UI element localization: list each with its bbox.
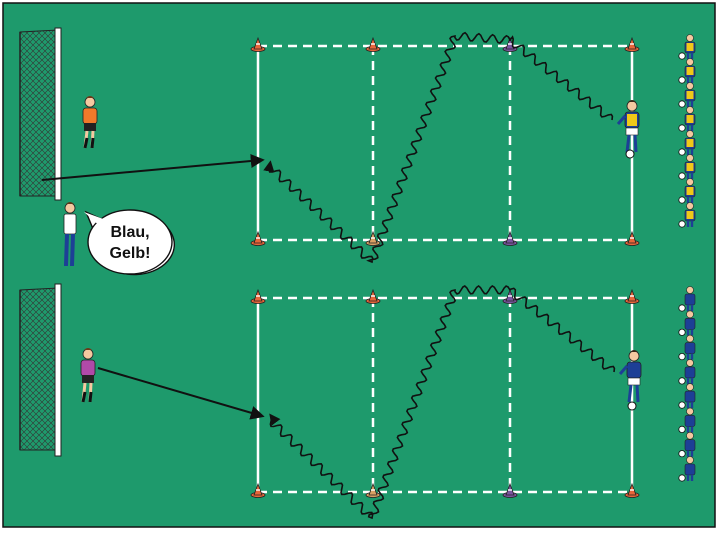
speech-bubble: Blau, Gelb! [84, 209, 175, 276]
waiting-player [678, 456, 696, 482]
pass-arrow-bottom [97, 367, 265, 420]
waiting-player [678, 431, 696, 458]
player-queue-bottom [678, 286, 696, 482]
cone [365, 230, 381, 246]
coach [63, 202, 77, 267]
cone [502, 288, 518, 304]
player-blue-dribbling [618, 350, 642, 411]
waiting-player [678, 286, 696, 312]
cone [250, 288, 266, 304]
cone [365, 482, 381, 498]
waiting-player [678, 130, 696, 156]
waiting-player [678, 106, 696, 132]
cone [502, 230, 518, 246]
speech-line-1: Blau, [110, 224, 149, 241]
cone [250, 230, 266, 246]
waiting-player [678, 407, 696, 433]
cone [365, 36, 381, 52]
speech-line-2: Gelb! [110, 245, 151, 262]
cone [250, 36, 266, 52]
cone [365, 288, 381, 304]
dribble-path-bottom [269, 284, 616, 520]
waiting-player [678, 202, 696, 228]
waiting-player [678, 383, 696, 409]
player-queue-top [678, 34, 696, 228]
cone [502, 482, 518, 498]
waiting-player [678, 82, 696, 108]
dribble-path-top [263, 31, 614, 264]
cone [624, 36, 640, 52]
waiting-player [678, 334, 696, 361]
waiting-player [678, 34, 696, 60]
goal-top [19, 27, 62, 201]
goal-bottom [19, 283, 62, 457]
top-drill: Blau, Gelb! [19, 27, 696, 276]
bottom-drill [19, 283, 696, 520]
waiting-player [678, 359, 696, 385]
waiting-player [678, 154, 696, 180]
cone [624, 230, 640, 246]
pass-arrow-top [41, 154, 265, 181]
cones-bottom [250, 288, 640, 498]
waiting-player [678, 310, 696, 336]
field-lines-top [256, 44, 634, 242]
cone [624, 482, 640, 498]
cone [624, 288, 640, 304]
player-yellow-dribbling [616, 100, 640, 159]
waiting-player [678, 58, 696, 84]
goalkeeper-orange [82, 96, 98, 149]
goalkeeper-purple [80, 348, 96, 403]
field-lines-bottom [256, 296, 634, 494]
waiting-player [678, 178, 696, 204]
cone [250, 482, 266, 498]
